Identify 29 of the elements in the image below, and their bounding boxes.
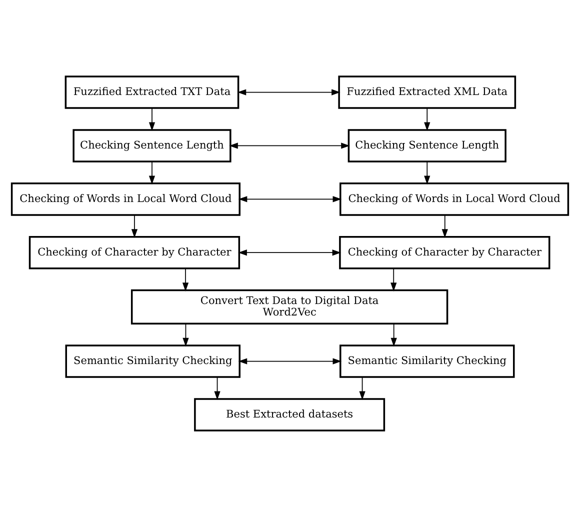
arrow <box>238 250 342 256</box>
arrow <box>214 376 220 400</box>
node-box: Checking Sentence Length <box>72 129 232 162</box>
node-box: Semantic Similarity Checking <box>65 344 240 378</box>
node-box: Best Extracted datasets <box>194 398 386 432</box>
node-box: Checking of Character by Character <box>28 236 240 270</box>
node-box: Convert Text Data to Digital Data Word2Vec <box>130 289 448 324</box>
arrow <box>148 108 156 132</box>
arrow <box>424 161 430 184</box>
node-box: Checking of Character by Character <box>339 236 550 270</box>
arrow <box>131 214 138 238</box>
node-box: Checking Sentence Length <box>348 129 506 162</box>
arrow <box>182 268 189 292</box>
arrow <box>182 323 189 347</box>
node-box: Semantic Similarity Checking <box>340 344 515 378</box>
arrow <box>424 108 430 132</box>
arrow <box>148 161 156 184</box>
node-box: Fuzzified Extracted XML Data <box>338 76 516 109</box>
arrow <box>238 196 342 202</box>
arrow <box>390 268 397 292</box>
node-box: Checking of Words in Local Word Cloud <box>340 182 570 216</box>
arrow <box>442 214 448 238</box>
arrow <box>359 376 366 400</box>
node-box: Fuzzified Extracted TXT Data <box>64 76 240 109</box>
arrow <box>237 89 340 96</box>
node-box: Checking of Words in Local Word Cloud <box>10 182 240 216</box>
arrow <box>390 323 397 347</box>
arrow <box>238 358 342 364</box>
arrow <box>229 142 350 149</box>
